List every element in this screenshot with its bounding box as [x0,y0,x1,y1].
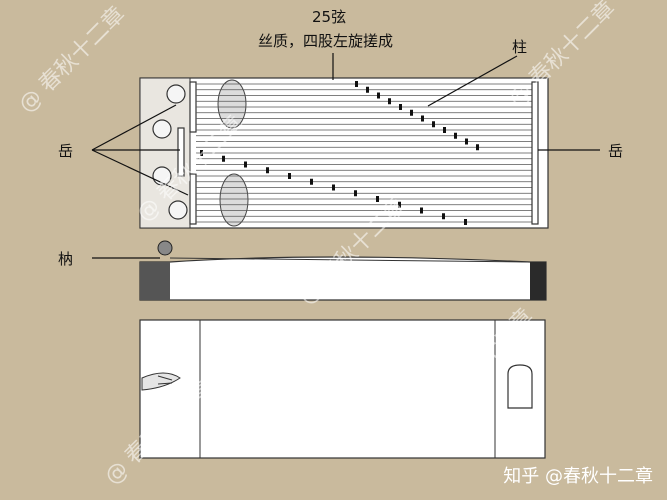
side-view [139,240,547,301]
string-bridge [442,213,445,220]
string-ties [217,79,249,227]
bridges [200,81,479,225]
strings-desc-label: 丝质，四股左旋搓成 [258,32,394,50]
callout-line-ridge-left [91,104,177,151]
left-ridge [189,173,197,225]
string-bridge [222,155,225,162]
credit-text: 知乎 @春秋十二章 [503,466,653,487]
string-bridge [432,121,435,128]
side-body [139,256,547,301]
bottom-tassel [141,372,181,391]
side-head-block [140,262,170,300]
string-tie [217,79,247,129]
tuning-knobs [152,84,188,220]
bridge-label: 柱 [512,38,528,56]
strings-count-label: 25弦 [312,8,347,26]
tail-label: 枘 [58,250,74,268]
callout-line-ridge-left [91,149,189,196]
string-bridge [355,81,358,87]
bottom-view [139,319,546,459]
tuning-knob [152,119,172,139]
string-bridge [310,178,313,185]
string-bridge [420,207,423,214]
strings [196,83,532,223]
callout-lines [91,53,600,259]
string-bridge [454,132,457,139]
string-bridge [476,144,479,151]
string-bridge [354,190,357,197]
top-view [139,77,549,229]
string-tie [219,173,249,227]
string-bridge [465,138,468,145]
tuning-knob [168,200,188,220]
bottom-body [139,319,546,459]
string-bridge [399,104,402,110]
left-ridge [177,127,185,177]
string-bridge [366,86,369,93]
string-bridge [266,167,269,174]
left-ridge [189,81,197,133]
right-ridge [531,81,539,225]
bottom-sound-hole [507,364,533,409]
string-bridge [443,127,446,133]
string-bridge [288,173,291,179]
ridge-label-left: 岳 [58,142,74,160]
side-tuning-peg [157,240,173,256]
string-bridge [421,115,424,122]
string-bridge [398,201,401,208]
side-string-line [169,257,531,263]
string-bridge [377,92,380,99]
side-tail-block [530,262,546,300]
tuning-knob [166,84,186,104]
string-bridge [244,161,247,168]
string-bridge [388,98,391,105]
string-bridge [464,219,467,225]
callout-line-bridge [427,55,518,107]
ridge-label-right: 岳 [608,142,624,160]
string-bridge [410,109,413,116]
string-bridge [200,150,203,156]
string-bridge [332,184,335,191]
string-bridge [376,196,379,202]
